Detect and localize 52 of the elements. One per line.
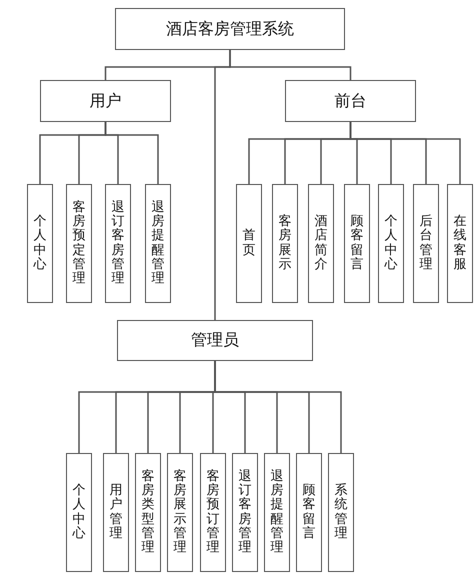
function-box [447,184,473,303]
function-box [413,184,439,303]
function-box [167,453,193,572]
module-label: 退订客房管理 [112,200,124,286]
module-label: 客房预定管理 [72,200,86,286]
function-box [378,184,404,303]
function-box [344,184,370,303]
function-box [105,184,131,303]
function-box [328,453,354,572]
function-box [264,453,290,572]
module-label: 客房类型管理 [142,470,154,556]
function-box [200,453,226,572]
module-label: 个人中心 [34,214,46,272]
function-box [236,184,262,303]
module-label: 个人中心 [72,484,86,542]
function-box [272,184,298,303]
module-label: 客房展示 [278,214,292,272]
function-box [308,184,334,303]
module-box [115,8,345,50]
module-label: 在线客服 [454,214,466,272]
connector-line [214,361,342,453]
module-box [117,320,313,361]
function-box [135,453,161,572]
module-label: 退订客房管理 [238,470,252,556]
module-box [285,80,416,122]
module-label: 系统管理 [334,484,348,542]
module-label: 用户管理 [110,484,122,542]
module-label: 后台管理 [420,214,432,272]
module-label: 退房提醒管理 [270,470,284,556]
module-label: 客房预订管理 [206,470,220,556]
module-label: 酒店客房管理系统 [166,18,294,40]
function-box [103,453,129,572]
function-box [232,453,258,572]
module-label: 个人中心 [384,214,398,272]
function-box [27,184,53,303]
module-label: 客房展示管理 [174,470,186,556]
module-label: 顾客留言 [350,214,364,272]
function-box [66,184,92,303]
module-label: 用户 [90,90,122,112]
module-label: 管理员 [191,330,239,351]
module-label: 退房提醒管理 [152,200,164,286]
module-label: 酒店简介 [314,214,328,272]
connector-line [214,50,231,320]
module-label: 顾客留言 [302,484,316,542]
function-box [145,184,171,303]
function-box [66,453,92,572]
connector-line [350,122,461,184]
function-box [296,453,322,572]
module-box [40,80,171,122]
connector-line [104,122,159,184]
module-label: 前台 [334,90,366,112]
module-label: 首页 [242,229,256,258]
